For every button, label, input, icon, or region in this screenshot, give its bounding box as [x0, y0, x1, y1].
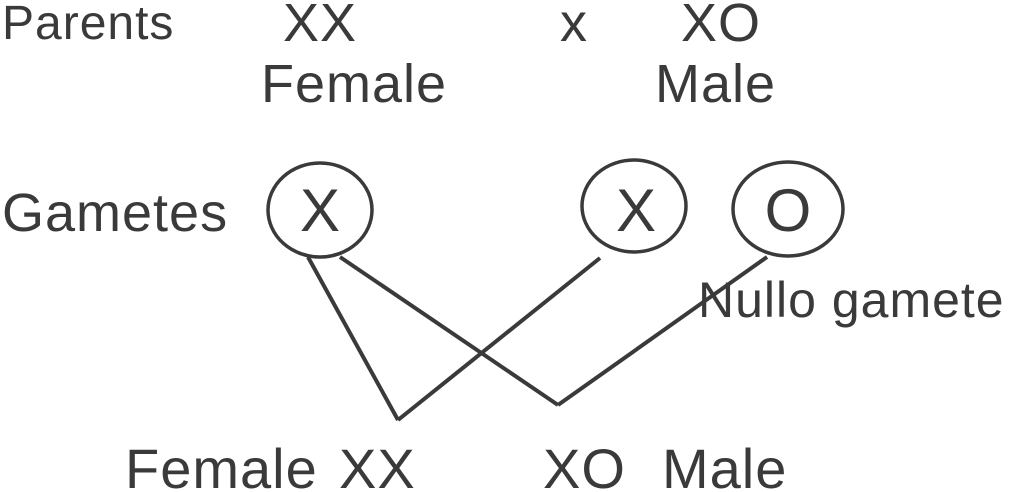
offspring-female-genotype: XX: [339, 437, 416, 492]
female-parent-genotype: XX: [283, 0, 358, 53]
male-o-gamete-letter: O: [764, 177, 812, 244]
offspring-female-label: Female: [125, 437, 318, 492]
female-parent-label: Female: [261, 54, 448, 114]
male-x-gamete-circle: [580, 158, 688, 254]
male-o-gamete-circle: [731, 160, 845, 258]
female-gamete-letter: X: [299, 177, 341, 244]
male-parent-label: Male: [655, 54, 777, 114]
female-gamete-circle: [266, 161, 374, 259]
line-female-x-to-xo-offspring: [338, 255, 560, 407]
male-parent-genotype: XO: [681, 0, 762, 53]
cross-symbol: x: [560, 0, 588, 53]
nullo-gamete-label: Nullo gamete: [698, 272, 1005, 328]
line-female-x-to-xx-offspring: [306, 256, 400, 421]
gametes-row-label: Gametes: [2, 183, 229, 243]
offspring-male-genotype: XO: [543, 437, 626, 492]
offspring-male-label: Male: [662, 437, 788, 492]
parents-row-label: Parents: [2, 0, 175, 50]
line-male-x-to-xx-offspring: [396, 256, 602, 422]
line-male-o-to-xo-offspring: [556, 255, 769, 407]
male-x-gamete-letter: X: [615, 177, 657, 244]
